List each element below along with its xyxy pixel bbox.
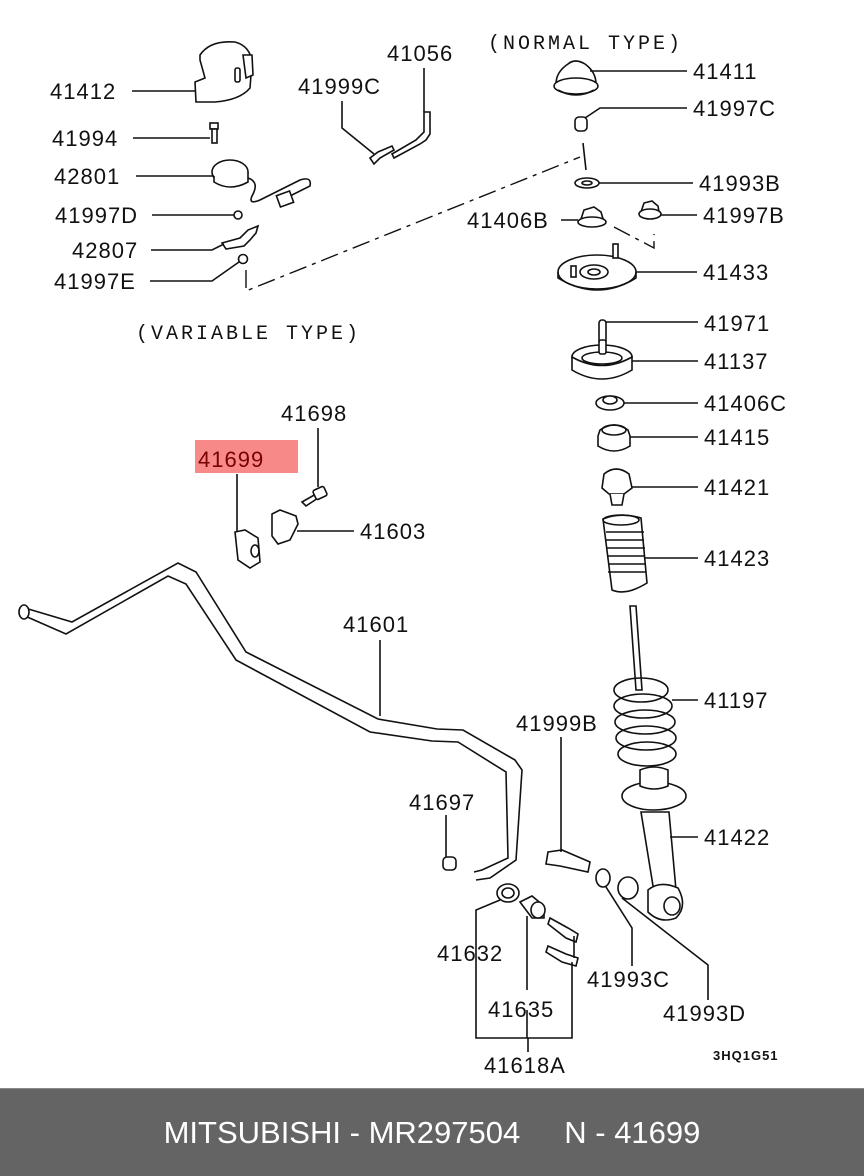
callout-41433[interactable]: 41433 <box>703 260 769 285</box>
callout-41993D[interactable]: 41993D <box>663 1001 746 1026</box>
stabilizer-bar-41601 <box>18 562 523 881</box>
callout-41422[interactable]: 41422 <box>704 825 770 850</box>
callout-41406C[interactable]: 41406C <box>704 391 787 416</box>
bushing-41699 <box>234 529 261 569</box>
bracket-41603 <box>271 509 299 545</box>
callout-41999C[interactable]: 41999C <box>298 74 381 99</box>
callout-41406B[interactable]: 41406B <box>467 208 549 233</box>
callout-41997D[interactable]: 41997D <box>55 203 138 228</box>
bolt-41698 <box>300 485 328 508</box>
bolt-41994 <box>209 122 219 144</box>
leader-41997C <box>584 107 687 119</box>
callout-41601[interactable]: 41601 <box>343 612 409 637</box>
leader-41993C <box>605 886 633 966</box>
leader-41993D <box>621 897 709 1000</box>
callout-42801[interactable]: 42801 <box>54 164 120 189</box>
callout-41056[interactable]: 41056 <box>387 41 453 66</box>
boot-41423 <box>602 514 648 593</box>
coil-spring-41197 <box>613 677 677 767</box>
part-number: MR297504 <box>368 1114 521 1150</box>
variable-type-label: (VARIABLE TYPE) <box>136 323 361 346</box>
type-link-line <box>245 156 581 293</box>
bushing-41632 <box>496 883 520 903</box>
callout-41697[interactable]: 41697 <box>409 790 475 815</box>
callout-41699-highlighted[interactable]: 41699 <box>198 447 264 472</box>
nut-41697 <box>442 856 457 871</box>
bolt-41999C <box>368 144 396 166</box>
callout-41421[interactable]: 41421 <box>704 475 770 500</box>
washer-41993C <box>595 868 611 888</box>
callout-41993B[interactable]: 41993B <box>699 171 781 196</box>
cup-41415 <box>597 424 631 452</box>
callout-41632[interactable]: 41632 <box>437 941 503 966</box>
callout-41635[interactable]: 41635 <box>488 997 554 1022</box>
callout-41997C[interactable]: 41997C <box>693 96 776 121</box>
nut-guide-line <box>613 226 655 250</box>
washer-41993D <box>617 876 639 900</box>
collar-41635 <box>518 895 546 919</box>
washer-41993B <box>574 177 600 189</box>
stabilizer-link-41618A <box>545 916 579 967</box>
callout-41415[interactable]: 41415 <box>704 425 770 450</box>
callout-41698[interactable]: 41698 <box>281 401 347 426</box>
parts-diagram: (NORMAL TYPE) (VARIABLE TYPE) 41412 4199… <box>18 33 787 1078</box>
type-link-tick <box>582 142 587 171</box>
callout-41618A[interactable]: 41618A <box>484 1053 566 1078</box>
leader-41618A-bracket <box>475 899 573 1039</box>
sensor-42801 <box>211 159 312 209</box>
shock-absorber-41422 <box>621 605 687 921</box>
leader-41999C <box>341 101 375 155</box>
bolt-41999B <box>545 849 591 873</box>
callout-41423[interactable]: 41423 <box>704 546 770 571</box>
bumper-41421 <box>601 468 633 506</box>
nut-41997C <box>574 116 588 132</box>
bracket-42807 <box>220 224 260 250</box>
callout-41603[interactable]: 41603 <box>360 519 426 544</box>
drawing-code: 3HQ1G51 <box>713 1048 779 1063</box>
seat-41137 <box>571 339 633 380</box>
footer-separator-2: - <box>595 1114 606 1150</box>
ref-prefix: N <box>564 1114 587 1150</box>
callout-41994[interactable]: 41994 <box>52 126 118 151</box>
leader-41997E <box>150 261 240 282</box>
ref-number: 41699 <box>614 1114 701 1150</box>
callout-42807[interactable]: 42807 <box>72 238 138 263</box>
nut-41997B <box>638 200 662 220</box>
normal-type-label: (NORMAL TYPE) <box>488 33 683 56</box>
nut-41997E <box>237 253 249 265</box>
callout-41997B[interactable]: 41997B <box>703 203 785 228</box>
callout-41412[interactable]: 41412 <box>50 79 116 104</box>
bushing-41406B <box>577 206 607 228</box>
mount-41433 <box>557 243 637 291</box>
brand-name: MITSUBISHI <box>163 1114 341 1150</box>
footer-separator: - <box>349 1114 360 1150</box>
cap-41411 <box>553 60 599 96</box>
callout-41411[interactable]: 41411 <box>693 59 758 84</box>
leader-42807 <box>151 243 225 251</box>
highlight-box <box>195 440 298 473</box>
part-info-footer: MITSUBISHI - MR297504 N - 41699 <box>0 1088 864 1176</box>
callout-41993C[interactable]: 41993C <box>587 967 670 992</box>
bracket-41056 <box>390 111 431 160</box>
callout-41997E[interactable]: 41997E <box>54 269 136 294</box>
callout-41197[interactable]: 41197 <box>704 688 769 713</box>
callout-41971[interactable]: 41971 <box>704 311 770 336</box>
callout-41999B[interactable]: 41999B <box>516 711 598 736</box>
actuator-41412 <box>194 40 254 103</box>
bushing-41406C <box>595 395 625 411</box>
nut-41997D <box>233 210 243 220</box>
callout-41137[interactable]: 41137 <box>704 349 769 374</box>
